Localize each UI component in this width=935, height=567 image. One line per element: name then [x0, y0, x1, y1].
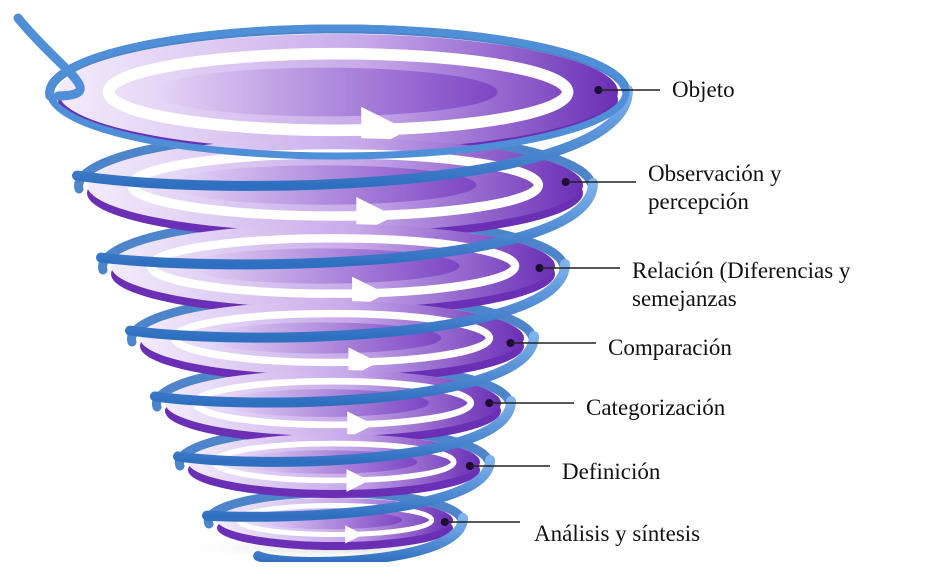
label-relacion-line-1: Relación (Diferencias y — [632, 258, 851, 283]
label-comparacion: Comparación — [608, 334, 732, 362]
ribbon-front-arc — [173, 396, 516, 467]
label-objeto-line-1: Objeto — [672, 77, 735, 102]
disc-arrow-icon — [347, 411, 374, 439]
label-observacion-percepcion: Observación y percepción — [648, 160, 782, 216]
ribbon-front-arc — [125, 259, 570, 343]
label-analisis-sintesis: Análisis y síntesis — [534, 520, 700, 548]
disc-white-ring — [102, 47, 574, 137]
level-disc — [165, 370, 501, 444]
label-definicion: Definición — [562, 458, 660, 486]
ribbon-entry — [13, 13, 85, 101]
label-definicion-line-1: Definición — [562, 459, 661, 484]
label-comparacion-line-1: Comparación — [608, 335, 732, 360]
leader-layer — [444, 89, 660, 523]
label-categorizacion-line-1: Categorización — [586, 395, 726, 420]
label-categorizacion: Categorización — [586, 394, 725, 422]
ribbon-front-arc — [202, 455, 495, 522]
label-relacion-line-2: semejanzas — [632, 286, 737, 311]
label-objeto: Objeto — [672, 76, 735, 104]
label-observacion-line-1: Observación y — [648, 161, 782, 186]
level-disc — [58, 34, 618, 158]
disc-layer — [58, 34, 618, 560]
disc-arrow-icon — [348, 347, 379, 378]
ribbon-front-arc — [72, 85, 633, 191]
disc-arrow-icon — [346, 469, 370, 492]
disc-arrow-icon — [345, 525, 364, 544]
label-analisis-line-1: Análisis y síntesis — [534, 521, 701, 546]
ribbon-top-ring — [46, 24, 630, 160]
ribbon-front-arc — [150, 331, 539, 408]
label-observacion-line-2: percepción — [648, 189, 749, 214]
disc-core — [150, 67, 498, 117]
ribbon-front-arc — [253, 513, 468, 567]
ribbon-front-arc — [96, 178, 598, 270]
label-relacion: Relación (Diferencias y semejanzas — [632, 257, 850, 313]
